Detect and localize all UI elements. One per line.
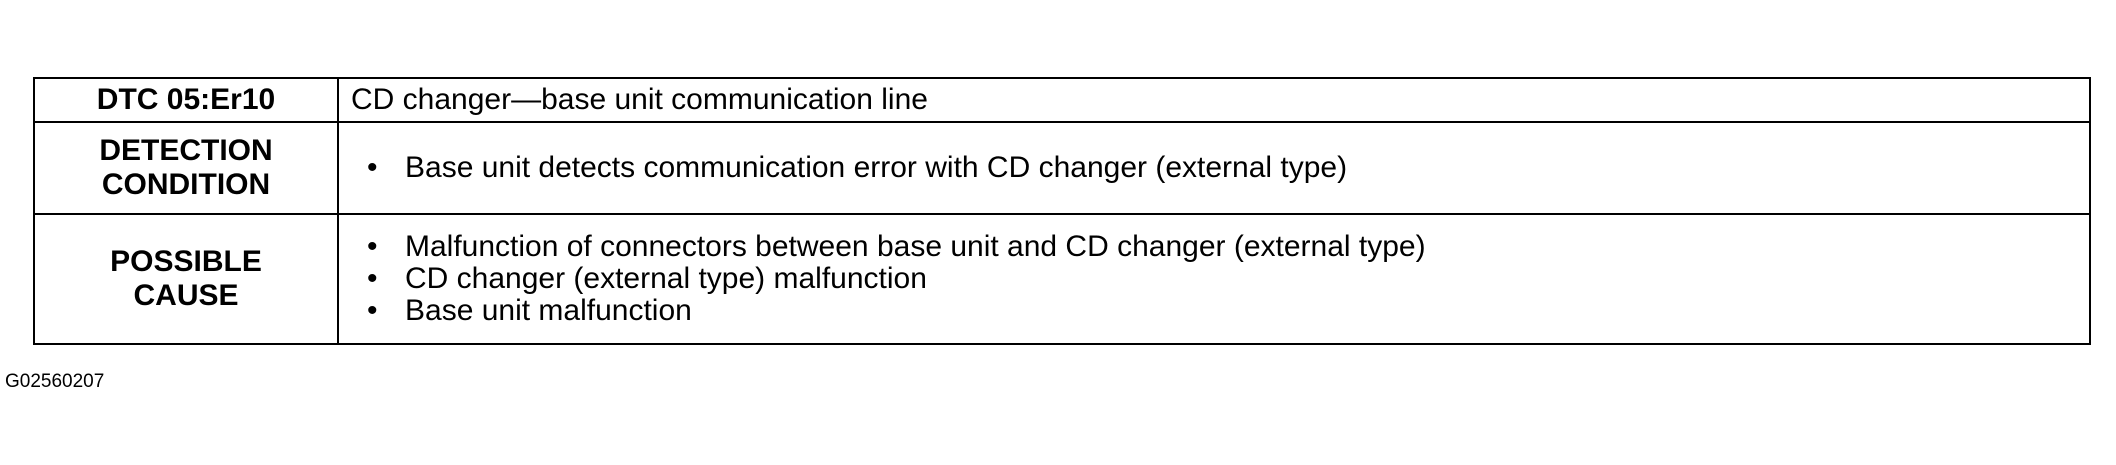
bullet-icon: • — [367, 151, 378, 184]
dtc-description-cell: CD changer—base unit communication line — [337, 77, 2091, 123]
dtc-description: CD changer—base unit communication line — [351, 83, 928, 116]
detection-condition-label-line-1: DETECTION — [99, 134, 273, 167]
table-row-dtc-code: DTC 05:Er10 CD changer—base unit communi… — [33, 77, 2091, 123]
list-item: • Base unit detects communication error … — [351, 152, 2089, 184]
bullet-icon: • — [367, 294, 378, 327]
possible-cause-text-1: Malfunction of connectors between base u… — [405, 230, 1426, 263]
list-item: • Malfunction of connectors between base… — [351, 231, 2089, 263]
detection-condition-list: • Base unit detects communication error … — [351, 152, 2089, 184]
possible-cause-text-3: Base unit malfunction — [405, 294, 692, 327]
figure-id: G02560207 — [5, 371, 105, 392]
table-row-possible-cause: POSSIBLE CAUSE • Malfunction of connecto… — [33, 213, 2091, 345]
possible-cause-list: • Malfunction of connectors between base… — [351, 231, 2089, 327]
possible-cause-label-cell: POSSIBLE CAUSE — [33, 213, 339, 345]
list-item: • Base unit malfunction — [351, 295, 2089, 327]
dtc-table: DTC 05:Er10 CD changer—base unit communi… — [33, 77, 2091, 345]
detection-condition-text: Base unit detects communication error wi… — [405, 151, 1348, 184]
bullet-icon: • — [367, 262, 378, 295]
possible-cause-label-line-1: POSSIBLE — [110, 245, 262, 278]
detection-condition-value-cell: • Base unit detects communication error … — [337, 121, 2091, 215]
bullet-icon: • — [367, 230, 378, 263]
possible-cause-label-line-2: CAUSE — [133, 279, 239, 312]
dtc-code-label: DTC 05:Er10 — [96, 83, 276, 116]
list-item: • CD changer (external type) malfunction — [351, 263, 2089, 295]
detection-condition-label-line-2: CONDITION — [101, 168, 271, 201]
possible-cause-text-2: CD changer (external type) malfunction — [405, 262, 927, 295]
dtc-code-label-cell: DTC 05:Er10 — [33, 77, 339, 123]
detection-condition-label-cell: DETECTION CONDITION — [33, 121, 339, 215]
table-row-detection-condition: DETECTION CONDITION • Base unit detects … — [33, 121, 2091, 215]
possible-cause-value-cell: • Malfunction of connectors between base… — [337, 213, 2091, 345]
